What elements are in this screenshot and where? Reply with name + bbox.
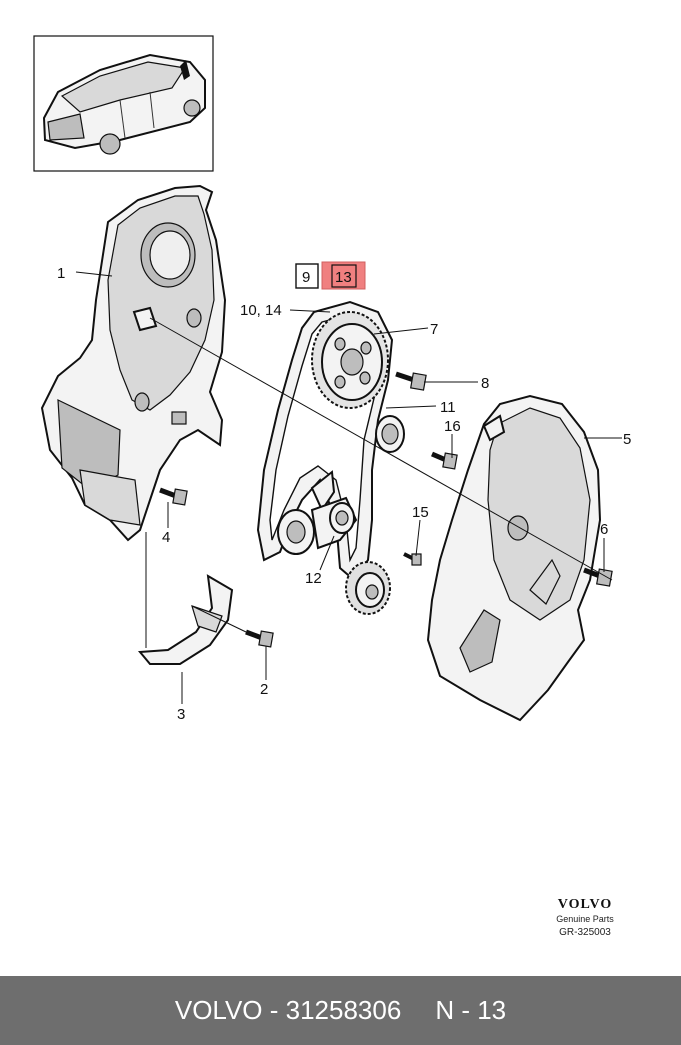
vehicle-thumbnail bbox=[33, 35, 214, 172]
callout-9: 9 bbox=[302, 269, 310, 286]
leader-lines bbox=[75, 271, 622, 704]
callout-16: 16 bbox=[444, 418, 461, 435]
bolt-15 bbox=[403, 552, 422, 566]
front-timing-cover bbox=[426, 394, 602, 722]
bolt-16 bbox=[431, 451, 458, 470]
volvo-logo: VOLVO bbox=[557, 897, 613, 912]
lower-guard bbox=[137, 574, 234, 665]
callout-2: 2 bbox=[260, 681, 268, 698]
timing-belt-exploded-diagram: 1 2 3 4 5 6 7 8 9 10, 14 11 12 13 15 16 bbox=[33, 35, 631, 723]
bolt-4 bbox=[159, 487, 188, 506]
callout-10-14: 10, 14 bbox=[240, 302, 282, 319]
callout-4: 4 bbox=[162, 529, 170, 546]
brand-block: VOLVO Genuine Parts GR-325003 bbox=[540, 897, 630, 938]
callout-13: 13 bbox=[335, 269, 352, 286]
rear-timing-cover bbox=[40, 184, 227, 542]
footer-bar: VOLVO - 31258306 N - 13 bbox=[0, 976, 681, 1045]
callout-13-box bbox=[331, 264, 357, 288]
bolt-8 bbox=[395, 371, 427, 391]
callout-12: 12 bbox=[305, 570, 322, 587]
callout-3: 3 bbox=[177, 706, 185, 723]
callout-13-highlight bbox=[321, 261, 366, 290]
callout-9-box bbox=[295, 263, 319, 289]
diagram-code: GR-325003 bbox=[559, 927, 611, 938]
idler-pulley bbox=[375, 415, 405, 453]
callouts: 1 2 3 4 5 6 7 8 9 10, 14 11 12 13 15 16 bbox=[57, 261, 631, 723]
callout-1: 1 bbox=[57, 265, 65, 282]
callout-11: 11 bbox=[440, 399, 456, 416]
brand-subtitle: Genuine Parts bbox=[556, 914, 614, 924]
callout-6: 6 bbox=[600, 521, 608, 538]
callout-7: 7 bbox=[430, 321, 438, 338]
callout-8: 8 bbox=[481, 375, 489, 392]
callout-15: 15 bbox=[412, 504, 429, 521]
tensioner bbox=[277, 470, 358, 555]
bolt-2 bbox=[245, 629, 274, 648]
callout-5: 5 bbox=[623, 431, 631, 448]
camshaft-sprocket bbox=[311, 311, 389, 409]
footer-part-number: VOLVO - 31258306 bbox=[174, 995, 402, 1025]
footer-position: N - 13 bbox=[435, 995, 507, 1025]
crankshaft-sprocket bbox=[345, 561, 391, 615]
